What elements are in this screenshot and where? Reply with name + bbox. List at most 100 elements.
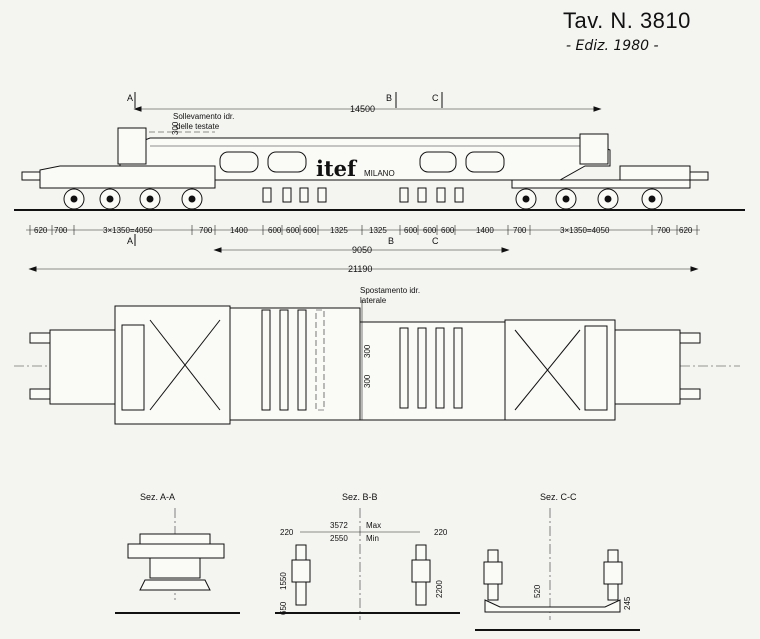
axle (70, 195, 78, 203)
plan-buffer (679, 388, 701, 400)
dim-label: 1325 (330, 226, 348, 235)
axle (522, 195, 530, 203)
bb-dim-220-right: 220 (434, 528, 448, 537)
cc-right-block (603, 561, 623, 585)
shift-value-1: 300 (363, 344, 372, 358)
bracing (514, 329, 581, 411)
dim-label: 600 (303, 226, 317, 235)
bb-dim-220-left: 220 (280, 528, 294, 537)
support (317, 187, 327, 203)
dim-label: 3×1350=4050 (560, 226, 610, 235)
left-bogie-frame (39, 165, 216, 189)
bb-dim-3572: 3572 (330, 521, 348, 530)
plan-right-end (614, 329, 681, 405)
dim-label: 600 (268, 226, 282, 235)
lifting-note-line-1: Sollevamento idr. (173, 112, 234, 121)
plate-edition: - Ediz. 1980 - (566, 38, 659, 54)
dim-label: 700 (657, 226, 671, 235)
support (299, 187, 309, 203)
dim-label: 600 (423, 226, 437, 235)
support (436, 187, 446, 203)
plan-pivot (121, 324, 145, 411)
section-cc-title: Sez. C-C (540, 492, 577, 502)
shift-note-line-1: Spostamento idr. (360, 286, 420, 295)
axle (188, 195, 196, 203)
bb-dim-650: 650 (279, 601, 288, 615)
axle (562, 195, 570, 203)
section-letter-c-bottom: C (432, 236, 439, 246)
bb-dim-1550: 1550 (279, 572, 288, 590)
cc-dim-245: 245 (623, 596, 632, 610)
shift-note-line-2: laterale (360, 296, 387, 305)
bb-label-min: Min (366, 534, 379, 543)
dim-label: 700 (513, 226, 527, 235)
plan-beam (417, 327, 427, 409)
load-supports (262, 187, 464, 203)
girder-opening (267, 151, 307, 173)
arrow (501, 247, 510, 253)
plan-beam (279, 309, 289, 411)
section-letter-a-bottom: A (127, 236, 133, 246)
side-elevation: A B C 14500 Sollevamento idr. delle test… (14, 92, 745, 274)
girder-opening (419, 151, 457, 173)
section-letter-a-top: A (127, 93, 133, 103)
section-aa-title: Sez. A-A (140, 492, 175, 502)
axle (648, 195, 656, 203)
dim-mid: 9050 (352, 245, 372, 255)
section-bb: Sez. B-B 220 3572 2550 Max Min 220 1550 … (275, 492, 460, 620)
plan-beam (297, 309, 307, 411)
arrow (213, 247, 222, 253)
itef-logo: itef (316, 156, 358, 181)
logo-city: MILANO (364, 169, 395, 178)
plan-pivot (584, 325, 608, 411)
right-bogie-frame (511, 179, 691, 189)
dim-label: 600 (441, 226, 455, 235)
dim-label: 1400 (230, 226, 248, 235)
arrow (593, 106, 602, 112)
aa-deck (127, 543, 225, 559)
right-head (579, 133, 609, 165)
arrow (690, 266, 699, 272)
aa-body (149, 557, 201, 579)
dim-label: 1325 (369, 226, 387, 235)
dim-label: 600 (286, 226, 300, 235)
bb-dim-2200: 2200 (435, 580, 444, 598)
girder-opening (465, 151, 505, 173)
bb-dim-2550: 2550 (330, 534, 348, 543)
dim-label: 700 (54, 226, 68, 235)
bb-label-max: Max (366, 521, 381, 530)
plan-beam (453, 327, 463, 409)
dim-label: 620 (679, 226, 693, 235)
right-wheelset (515, 188, 663, 210)
plan-buffer (29, 388, 51, 400)
support (454, 187, 464, 203)
section-letter-c-top: C (432, 93, 439, 103)
plan-beam (399, 327, 409, 409)
plan-buffer (29, 332, 51, 344)
support (399, 187, 409, 203)
dim-label: 620 (34, 226, 48, 235)
axle (106, 195, 114, 203)
support (282, 187, 292, 203)
dim-overall: 21190 (348, 264, 372, 274)
aa-base (139, 579, 211, 591)
dim-label: 3×1350=4050 (103, 226, 153, 235)
dim-chain-labels: 620 700 3×1350=4050 700 1400 600 600 600… (34, 226, 693, 235)
dim-label: 600 (404, 226, 418, 235)
left-wheelset (63, 188, 203, 210)
bb-right-block (411, 559, 431, 583)
arrow (28, 266, 37, 272)
cc-dim-520: 520 (533, 584, 542, 598)
arrow (133, 106, 142, 112)
aa-top (139, 533, 211, 545)
plan-view: Spostamento idr. laterale 300 300 (14, 286, 740, 425)
lift-value: 300 (171, 121, 180, 135)
bb-left-block (291, 559, 311, 583)
dim-frame-length: 14500 (350, 104, 375, 114)
cc-left-block (483, 561, 503, 585)
left-buffer (21, 171, 41, 181)
section-cc: Sez. C-C 520 245 (475, 492, 640, 631)
lifting-note-line-2: delle testate (176, 122, 220, 131)
right-bogie-top (619, 165, 691, 181)
right-buffer (689, 171, 709, 181)
